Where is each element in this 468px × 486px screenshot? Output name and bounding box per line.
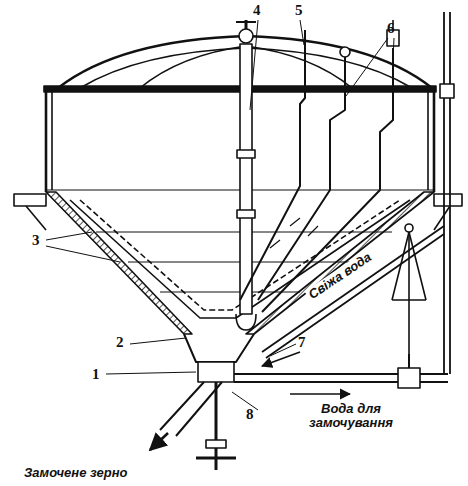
callout-number: 3: [32, 232, 40, 249]
flow-label: Замочене зерно: [24, 466, 127, 480]
callout-number: 8: [246, 406, 254, 423]
callout-number: 2: [116, 334, 124, 351]
callout-number: 1: [92, 366, 100, 383]
callout-number: 6: [387, 20, 395, 37]
callout-number: 4: [253, 2, 261, 19]
callout-number: 5: [295, 2, 303, 19]
flow-label: Вода для замочування: [292, 402, 410, 431]
callout-number: 7: [298, 334, 306, 351]
